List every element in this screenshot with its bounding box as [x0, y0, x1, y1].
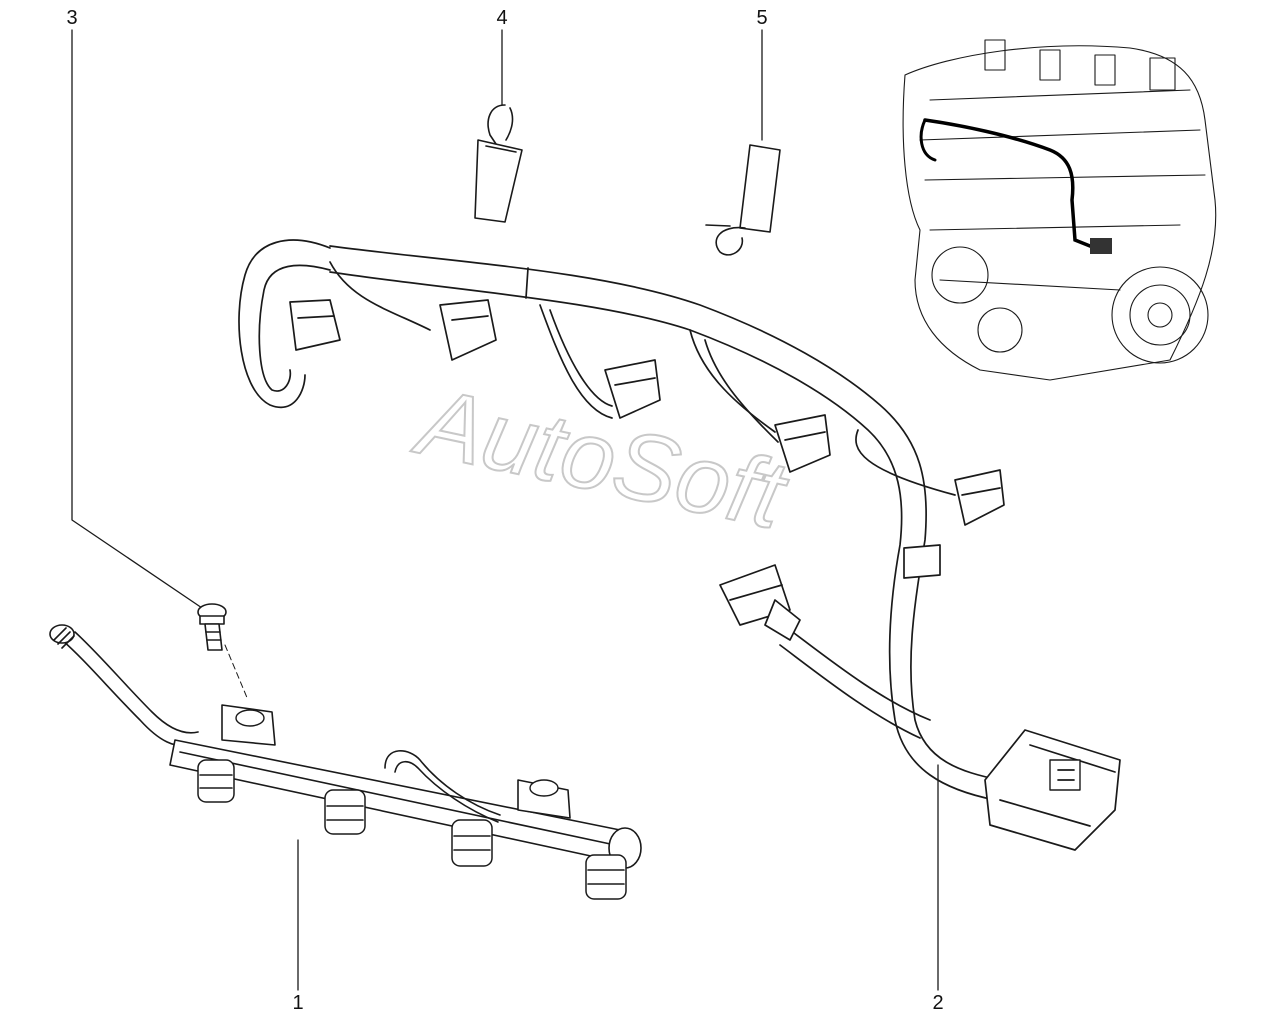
callout-5: 5 [756, 7, 768, 29]
bolt-part-3[interactable] [197, 603, 227, 651]
main-harness-part-2[interactable] [238, 239, 1121, 851]
thread-connector-icon [49, 624, 75, 649]
engine-overview-sketch [902, 39, 1217, 381]
coil-connector-icon [439, 299, 497, 361]
injector-harness-part-1[interactable] [49, 624, 642, 900]
coil-connector-icon [774, 414, 831, 473]
injector-connector-icon [585, 854, 627, 900]
sensor-connector-icon [719, 564, 801, 641]
ecu-connector-icon [984, 729, 1121, 851]
bolt-axis-line [224, 644, 249, 701]
leader-line-3 [71, 29, 206, 611]
sensor-connector-icon [289, 299, 341, 351]
injector-connector-icon [451, 819, 493, 867]
callout-1: 1 [292, 992, 304, 1014]
rail-clip-left [221, 704, 276, 746]
injector-connector-icon [324, 789, 366, 835]
callout-3: 3 [66, 7, 78, 29]
watermark: AutoSoft [405, 366, 798, 551]
coil-connector-icon [954, 469, 1005, 526]
leader-lines [71, 29, 939, 991]
watermark-text: AutoSoft [406, 367, 797, 550]
callout-4: 4 [496, 7, 508, 29]
injector-connector-icon [197, 759, 235, 803]
clamp-strap-part-5[interactable] [705, 144, 781, 256]
strap-tie-part-4[interactable] [474, 104, 523, 223]
rail-clip-right [517, 779, 571, 819]
coil-connector-icon [604, 359, 661, 419]
callout-2: 2 [932, 992, 944, 1014]
